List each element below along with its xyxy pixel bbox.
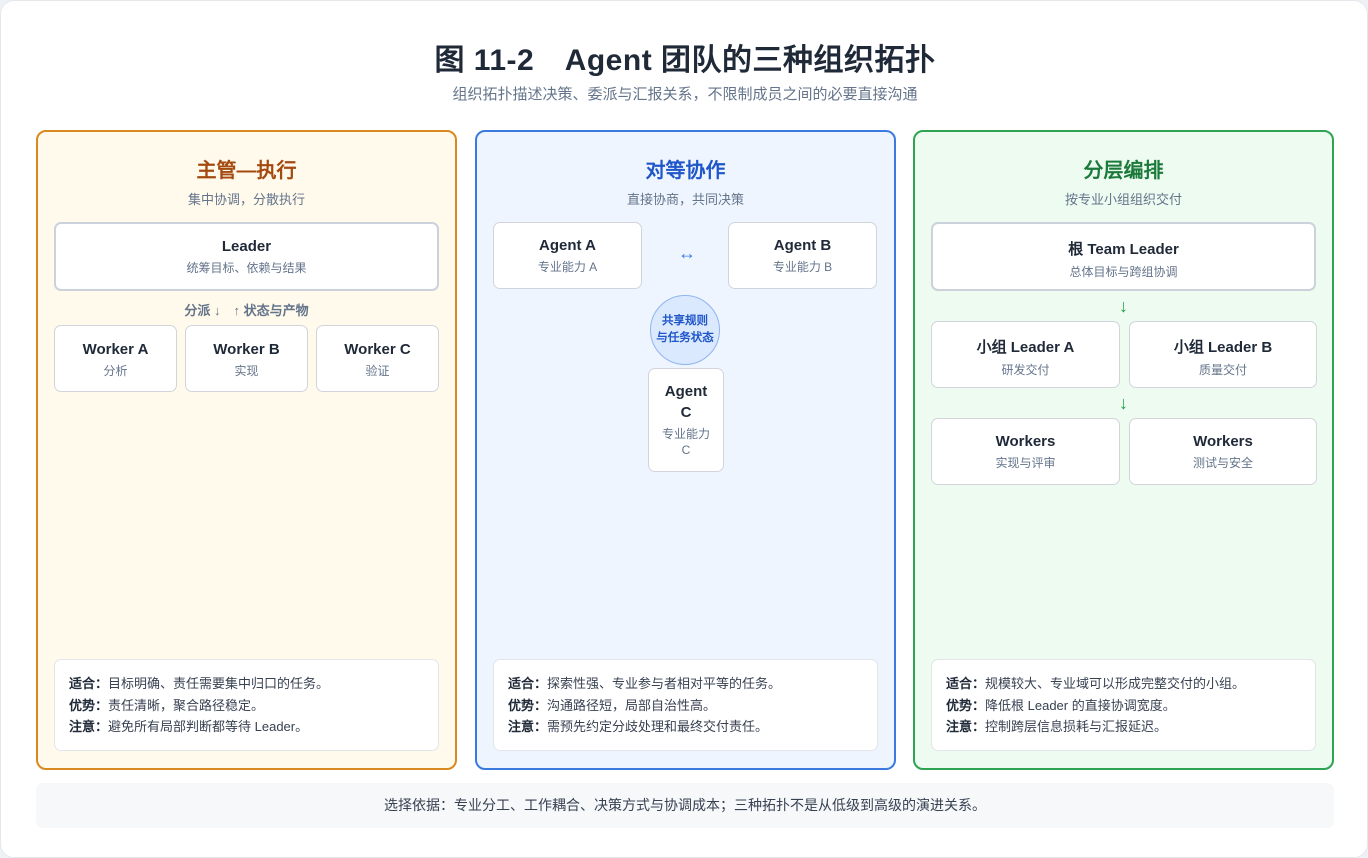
node-title: Leader xyxy=(221,238,272,255)
node-title: Workers xyxy=(995,433,1056,450)
info-box: 适合：规模较大、专业域可以形成完整交付的小组。 优势：降低根 Leader 的直… xyxy=(931,659,1316,751)
node-title: Workers xyxy=(1193,433,1253,450)
leader-node: Leader 统筹目标、依赖与结果 xyxy=(54,222,439,291)
node-desc: 研发交付 xyxy=(1001,363,1050,377)
bidirectional-arrow-icon: ↔ xyxy=(678,243,696,263)
node-title: 小组 Leader B xyxy=(1173,339,1273,356)
node-desc: 实现与评审 xyxy=(995,456,1056,470)
info-row-caution: 注意：控制跨层信息损耗与汇报延迟。 xyxy=(946,719,1168,734)
group-leader-node: 小组 Leader B 质量交付 xyxy=(1129,321,1317,388)
selection-basis-note: 选择依据：专业分工、工作耦合、决策方式与协调成本；三种拓扑不是从低级到高级的演进… xyxy=(36,783,1334,828)
node-title: 根 Team Leader xyxy=(1068,241,1179,258)
node-title: Worker C xyxy=(344,341,411,358)
panel-subtitle: 集中协调，分散执行 xyxy=(187,192,305,207)
dispatch-report-label: 分派 ↓ ↑ 状态与产物 xyxy=(184,303,309,318)
figure-subtitle: 组织拓扑描述决策、委派与汇报关系，不限制成员之间的必要直接沟通 xyxy=(452,86,918,103)
node-desc: 质量交付 xyxy=(1198,363,1247,377)
node-desc: 验证 xyxy=(365,364,390,378)
panel-subtitle: 直接协商，共同决策 xyxy=(626,192,744,207)
panel-title: 分层编排 xyxy=(1083,160,1164,182)
node-title: Agent A xyxy=(539,237,596,254)
agent-node: Agent A 专业能力 A xyxy=(493,222,642,289)
shared-state-node: 共享规则 与任务状态 xyxy=(650,295,720,365)
panel-title: 主管—执行 xyxy=(196,160,297,182)
node-title: 小组 Leader A xyxy=(976,339,1075,356)
info-row-fit: 适合：探索性强、专业参与者相对平等的任务。 xyxy=(508,676,782,691)
agent-node: Agent C 专业能力 C xyxy=(648,368,724,472)
node-title: Worker B xyxy=(213,341,280,358)
info-row-fit: 适合：规模较大、专业域可以形成完整交付的小组。 xyxy=(946,676,1246,691)
info-box: 适合：目标明确、责任需要集中归口的任务。 优势：责任清晰，聚合路径稳定。 注意：… xyxy=(54,659,439,751)
node-desc: 专业能力 B xyxy=(772,260,833,274)
node-desc: 专业能力 A xyxy=(537,260,598,274)
figure-title: 图 11-2 Agent 团队的三种组织拓扑 xyxy=(434,44,936,77)
agent-node: Agent B 专业能力 B xyxy=(728,222,877,289)
worker-node: Worker C 验证 xyxy=(316,325,439,392)
workers-node: Workers 测试与安全 xyxy=(1129,418,1317,485)
panel-title: 对等协作 xyxy=(645,160,726,182)
node-title: Agent B xyxy=(773,237,832,254)
info-row-advantage: 优势：沟通路径短，局部自治性高。 xyxy=(508,697,717,713)
node-desc: 统筹目标、依赖与结果 xyxy=(186,261,307,275)
info-row-caution: 注意：避免所有局部判断都等待 Leader。 xyxy=(69,719,309,734)
worker-node: Worker A 分析 xyxy=(54,325,177,392)
group-leader-node: 小组 Leader A 研发交付 xyxy=(931,321,1120,388)
info-row-advantage: 优势：责任清晰，聚合路径稳定。 xyxy=(69,697,265,713)
down-arrow-icon: ↓ xyxy=(1119,296,1128,316)
panel-supervisor-worker: 主管—执行 集中协调，分散执行 Leader 统筹目标、依赖与结果 分派 ↓ ↑… xyxy=(36,130,457,770)
panel-hierarchical-orchestration: 分层编排 按专业小组组织交付 根 Team Leader 总体目标与跨组协调 ↓… xyxy=(913,130,1334,770)
panel-subtitle: 按专业小组组织交付 xyxy=(1064,192,1182,207)
info-box: 适合：探索性强、专业参与者相对平等的任务。 优势：沟通路径短，局部自治性高。 注… xyxy=(493,659,878,751)
workers-node: Workers 实现与评审 xyxy=(931,418,1120,485)
info-row-caution: 注意：需预先约定分歧处理和最终交付责任。 xyxy=(508,719,769,734)
node-desc: 分析 xyxy=(103,364,128,378)
down-arrow-icon: ↓ xyxy=(1119,393,1128,413)
node-desc: 专业能力 C xyxy=(661,427,710,457)
info-row-fit: 适合：目标明确、责任需要集中归口的任务。 xyxy=(69,676,330,691)
node-desc: 测试与安全 xyxy=(1192,456,1253,470)
node-title: Worker A xyxy=(82,341,149,358)
panel-peer-collaboration: 对等协作 直接协商，共同决策 Agent A 专业能力 A ↔ Agent B … xyxy=(475,130,896,770)
info-row-advantage: 优势：降低根 Leader 的直接协调宽度。 xyxy=(946,697,1176,713)
worker-node: Worker B 实现 xyxy=(185,325,308,392)
node-title: Agent C xyxy=(664,383,708,421)
node-desc: 总体目标与跨组协调 xyxy=(1069,265,1178,279)
node-desc: 实现 xyxy=(234,364,259,378)
root-leader-node: 根 Team Leader 总体目标与跨组协调 xyxy=(931,222,1316,291)
